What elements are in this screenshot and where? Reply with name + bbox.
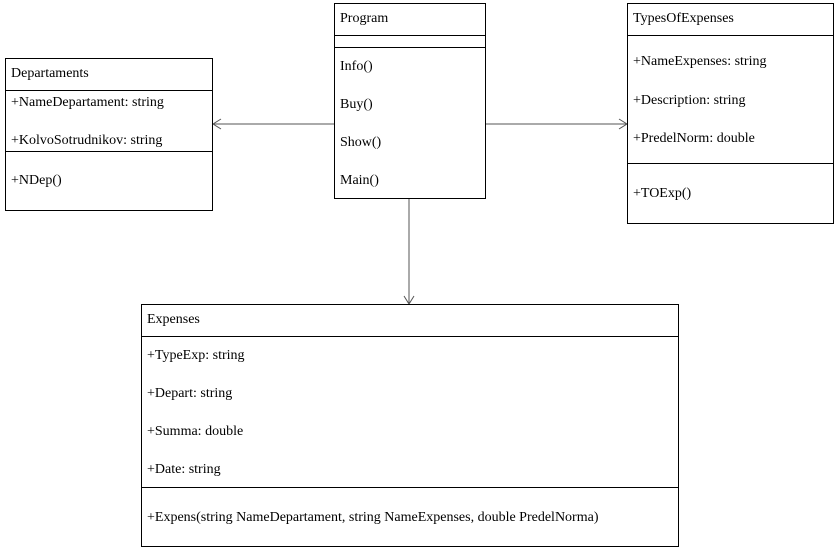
method-ndep: +NDep() bbox=[11, 173, 62, 188]
class-program-attributes bbox=[335, 35, 485, 47]
arrowhead-departaments bbox=[212, 118, 222, 130]
method-main: Main() bbox=[340, 173, 379, 188]
class-departaments[interactable]: Departaments +NameDepartament: string +K… bbox=[5, 58, 213, 211]
class-program-methods: Info() Buy() Show() Main() bbox=[335, 47, 485, 198]
arrowhead-types-of-expenses bbox=[618, 118, 628, 130]
class-types-of-expenses-name: TypesOfExpenses bbox=[633, 11, 734, 26]
class-departaments-methods: +NDep() bbox=[6, 151, 212, 210]
attribute-summa: +Summa: double bbox=[147, 424, 244, 439]
class-expenses-attributes: +TypeExp: string +Depart: string +Summa:… bbox=[142, 336, 678, 487]
attribute-date: +Date: string bbox=[147, 462, 221, 477]
class-types-of-expenses[interactable]: TypesOfExpenses +NameExpenses: string +D… bbox=[627, 3, 834, 224]
method-expens: +Expens(string NameDepartament, string N… bbox=[147, 510, 599, 525]
class-expenses-name: Expenses bbox=[147, 312, 200, 327]
class-expenses-methods: +Expens(string NameDepartament, string N… bbox=[142, 487, 678, 546]
attribute-name-expenses: +NameExpenses: string bbox=[633, 54, 767, 69]
class-program[interactable]: Program Info() Buy() Show() Main() bbox=[334, 3, 486, 199]
class-expenses[interactable]: Expenses +TypeExp: string +Depart: strin… bbox=[141, 304, 679, 547]
class-types-of-expenses-methods: +TOExp() bbox=[628, 163, 833, 223]
method-show: Show() bbox=[340, 135, 382, 150]
class-types-of-expenses-attributes: +NameExpenses: string +Description: stri… bbox=[628, 35, 833, 163]
attribute-depart: +Depart: string bbox=[147, 386, 233, 401]
method-buy: Buy() bbox=[340, 97, 373, 112]
attribute-description: +Description: string bbox=[633, 93, 746, 108]
attribute-kolvo-sotrudnikov: +KolvoSotrudnikov: string bbox=[11, 133, 163, 148]
attribute-name-departament: +NameDepartament: string bbox=[11, 95, 164, 110]
arrowhead-expenses bbox=[403, 295, 415, 305]
method-toexp: +TOExp() bbox=[633, 186, 692, 201]
attribute-predel-norm: +PredelNorm: double bbox=[633, 131, 755, 146]
method-info: Info() bbox=[340, 59, 373, 74]
class-departaments-name: Departaments bbox=[11, 66, 89, 81]
class-departaments-attributes: +NameDepartament: string +KolvoSotrudnik… bbox=[6, 90, 212, 151]
class-program-name: Program bbox=[340, 11, 389, 26]
attribute-type-exp: +TypeExp: string bbox=[147, 348, 245, 363]
